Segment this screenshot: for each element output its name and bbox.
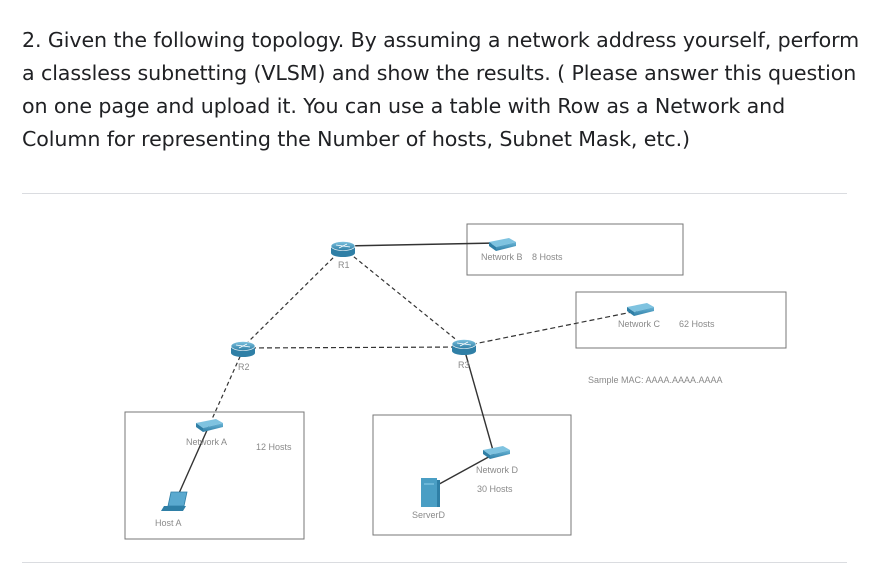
host-a-label: Host A: [155, 518, 182, 528]
switch-icon: [489, 238, 516, 251]
router-r2: R2: [230, 341, 256, 372]
router-r2-label: R2: [238, 362, 250, 372]
network-c-label: Network C: [618, 319, 661, 329]
network-a-box: [124, 411, 305, 540]
switch-network-c: [627, 303, 654, 316]
network-b-hosts: 8 Hosts: [532, 252, 563, 262]
network-d-box: [372, 414, 572, 536]
router-r1: R1: [330, 241, 356, 270]
link-network-a-host-a: [175, 427, 209, 501]
switch-network-a: [196, 419, 223, 432]
question-text: 2. Given the following topology. By assu…: [22, 28, 860, 151]
server-d: ServerD: [412, 478, 446, 520]
server-icon: [421, 478, 440, 507]
switch-icon: [196, 419, 223, 432]
link-network-d-server-d: [431, 453, 495, 489]
link-r1-r3: [342, 247, 465, 347]
link-r3-network-d: [463, 347, 495, 455]
divider-top: [22, 193, 847, 194]
network-b-label: Network B: [481, 252, 523, 262]
router-r3: R3: [451, 339, 477, 370]
network-d-label: Network D: [476, 465, 519, 475]
link-r3-network-c: [463, 310, 638, 347]
network-c-hosts: 62 Hosts: [679, 319, 715, 329]
switch-icon: [483, 446, 510, 459]
switch-icon: [627, 303, 654, 316]
router-icon: [451, 339, 477, 355]
router-r3-label: R3: [458, 360, 470, 370]
divider-bottom: [22, 562, 847, 563]
host-a: Host A: [155, 491, 188, 528]
network-d-hosts: 30 Hosts: [477, 484, 513, 494]
link-r1-network-b: [342, 242, 498, 247]
sample-mac-label: Sample MAC: AAAA.AAAA.AAAA: [588, 375, 723, 385]
network-b-box: [466, 223, 684, 276]
network-c-box: [575, 291, 787, 349]
network-topology-diagram: R1 R2 R3: [124, 223, 787, 540]
link-r2-r3: [242, 346, 465, 349]
network-a-hosts: 12 Hosts: [256, 442, 292, 452]
network-a-label: Network A: [186, 437, 227, 447]
router-r1-label: R1: [338, 260, 350, 270]
router-icon: [330, 241, 356, 257]
switch-network-d: [483, 446, 510, 459]
link-r2-network-a: [207, 349, 244, 429]
laptop-icon: [161, 491, 188, 511]
link-r1-r2: [242, 247, 344, 348]
server-d-label: ServerD: [412, 510, 446, 520]
router-icon: [230, 341, 256, 357]
switch-network-b: [489, 238, 516, 251]
